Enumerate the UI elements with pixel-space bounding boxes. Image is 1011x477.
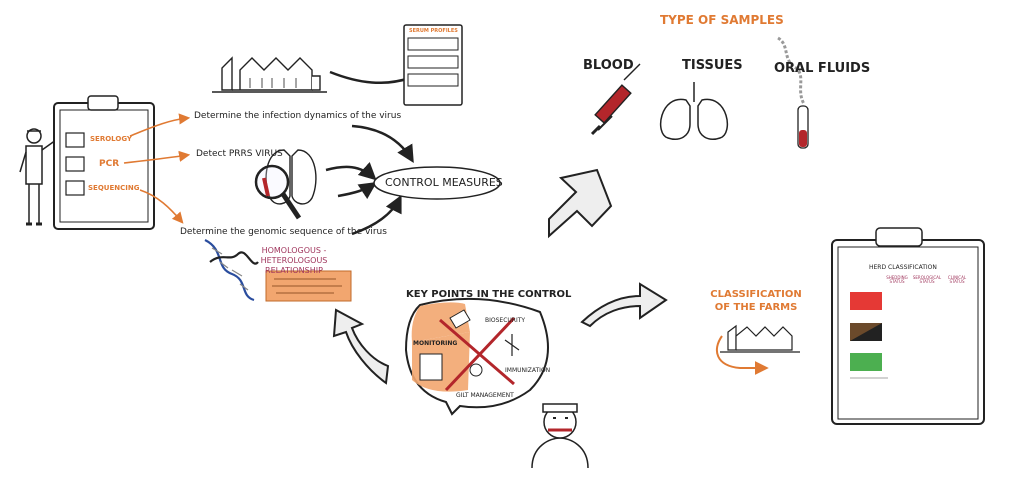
key-point-gilt-management: GILT MANAGEMENT	[456, 392, 514, 399]
technician-figure	[19, 128, 57, 226]
samples-heading: TYPE OF SAMPLES	[660, 13, 784, 27]
farm-buildings-icon	[212, 56, 327, 93]
tissues-lungs-icon	[660, 82, 728, 140]
big-arrow-right	[580, 282, 668, 328]
purpose-genomic-sequence: Determine the genomic sequence of the vi…	[180, 227, 387, 237]
clipboard-item-serology: SEROLOGY	[90, 135, 132, 143]
herd-row-red	[850, 292, 882, 310]
key-point-monitoring: MONITORING	[413, 340, 458, 347]
sample-blood-label: BLOOD	[583, 58, 634, 73]
key-points-bubble	[404, 297, 549, 416]
herd-row-green	[850, 353, 882, 371]
homology-label: HOMOLOGOUS - HETEROLOGOUS RELATIONSHIP	[260, 246, 328, 275]
magnifier-lungs-icon	[254, 149, 317, 220]
herd-col-clinical: CLINICAL STATUS	[947, 275, 967, 284]
key-points-title: KEY POINTS IN THE CONTROL	[406, 289, 572, 300]
serum-profiles-title: SERUM PROFILES	[409, 28, 458, 34]
left-clipboard	[53, 95, 155, 230]
farm-to-serum-line	[329, 70, 411, 85]
control-measures-label: CONTROL MEASURES	[385, 176, 503, 189]
purpose-detect-prrs: Detect PRRS VIRUS	[196, 149, 283, 159]
classification-label: CLASSIFICATION OF THE FARMS	[710, 289, 802, 313]
herd-col-serological: SEROLOGICAL STATUS	[912, 275, 942, 284]
sample-tissues-label: TISSUES	[682, 58, 743, 73]
clipboard-arrows	[123, 113, 191, 224]
control-measures-oval	[373, 166, 501, 200]
herd-card-title: HERD CLASSIFICATION	[869, 264, 937, 271]
dna-helix-icon	[204, 239, 259, 302]
blood-syringe-icon	[590, 63, 641, 136]
key-point-immunization: IMMUNIZATION	[505, 367, 551, 374]
sample-oral-fluids-label: ORAL FLUIDS	[774, 61, 871, 76]
clipboard-item-sequencing: SEQUENCING	[88, 184, 140, 192]
control-arrows	[325, 124, 414, 236]
big-arrow-left-up	[332, 308, 390, 385]
key-point-biosecurity: BIOSECURITY	[485, 317, 526, 324]
clipboard-item-pcr: PCR	[99, 159, 120, 169]
classification-arrow	[715, 335, 769, 375]
veterinarian-figure	[531, 403, 589, 469]
big-arrow-up	[548, 168, 613, 239]
herd-col-shedding: SHEDDING STATUS	[886, 275, 908, 284]
genome-note-scribbles	[272, 278, 342, 294]
oral-fluids-rope-icon	[777, 36, 809, 149]
purpose-infection-dynamics: Determine the infection dynamics of the …	[194, 111, 402, 121]
herd-row-brown	[850, 323, 882, 341]
farm-buildings-right-icon	[720, 324, 800, 353]
serum-profiles-panel	[403, 24, 463, 106]
